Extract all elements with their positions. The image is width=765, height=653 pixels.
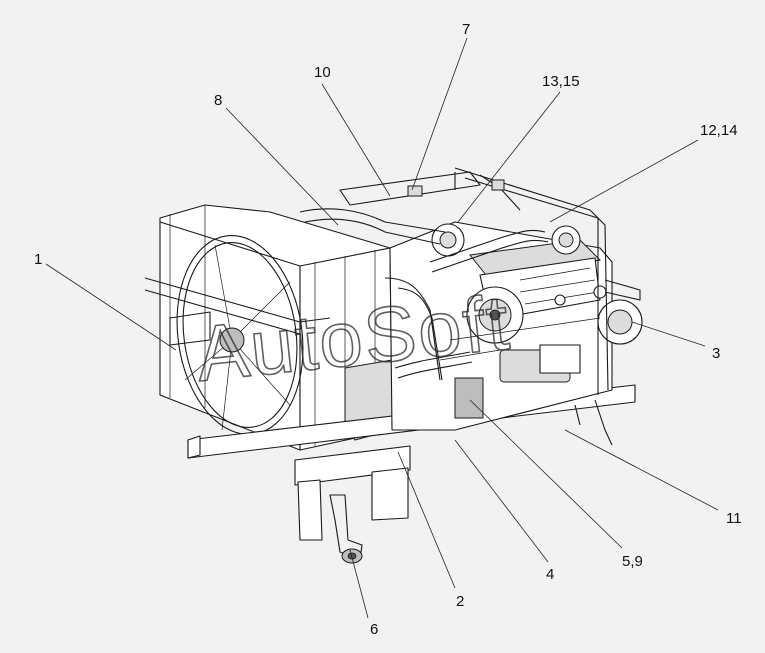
leader-13-15 (457, 91, 561, 223)
callout-8: 8 (214, 92, 222, 109)
leader-7 (411, 37, 468, 191)
leader-11 (564, 429, 719, 511)
callout-1: 1 (34, 251, 42, 268)
leader-5-9 (469, 399, 623, 549)
callout-2: 2 (456, 593, 464, 610)
leader-12-14 (549, 139, 699, 223)
leader-4 (454, 439, 549, 563)
leader-1 (45, 263, 177, 351)
callout-3: 3 (712, 345, 720, 362)
leader-6 (349, 549, 369, 619)
callout-6: 6 (370, 621, 378, 638)
callout-5-9: 5,9 (622, 553, 643, 570)
leader-lines (45, 37, 719, 619)
callout-12-14: 12,14 (700, 122, 738, 139)
engine-block (389, 221, 643, 431)
piping (299, 167, 641, 395)
callout-labels: 1 2 3 4 5,9 6 7 8 10 11 12,14 13,15 (34, 21, 742, 638)
callout-13-15: 13,15 (542, 73, 580, 90)
leader-3 (631, 321, 706, 347)
callout-7: 7 (462, 21, 470, 38)
callout-11: 11 (726, 510, 742, 527)
callout-4: 4 (546, 566, 554, 583)
leader-10 (321, 83, 391, 197)
leader-2 (397, 451, 456, 589)
leader-8 (225, 107, 339, 226)
callout-10: 10 (314, 64, 331, 81)
